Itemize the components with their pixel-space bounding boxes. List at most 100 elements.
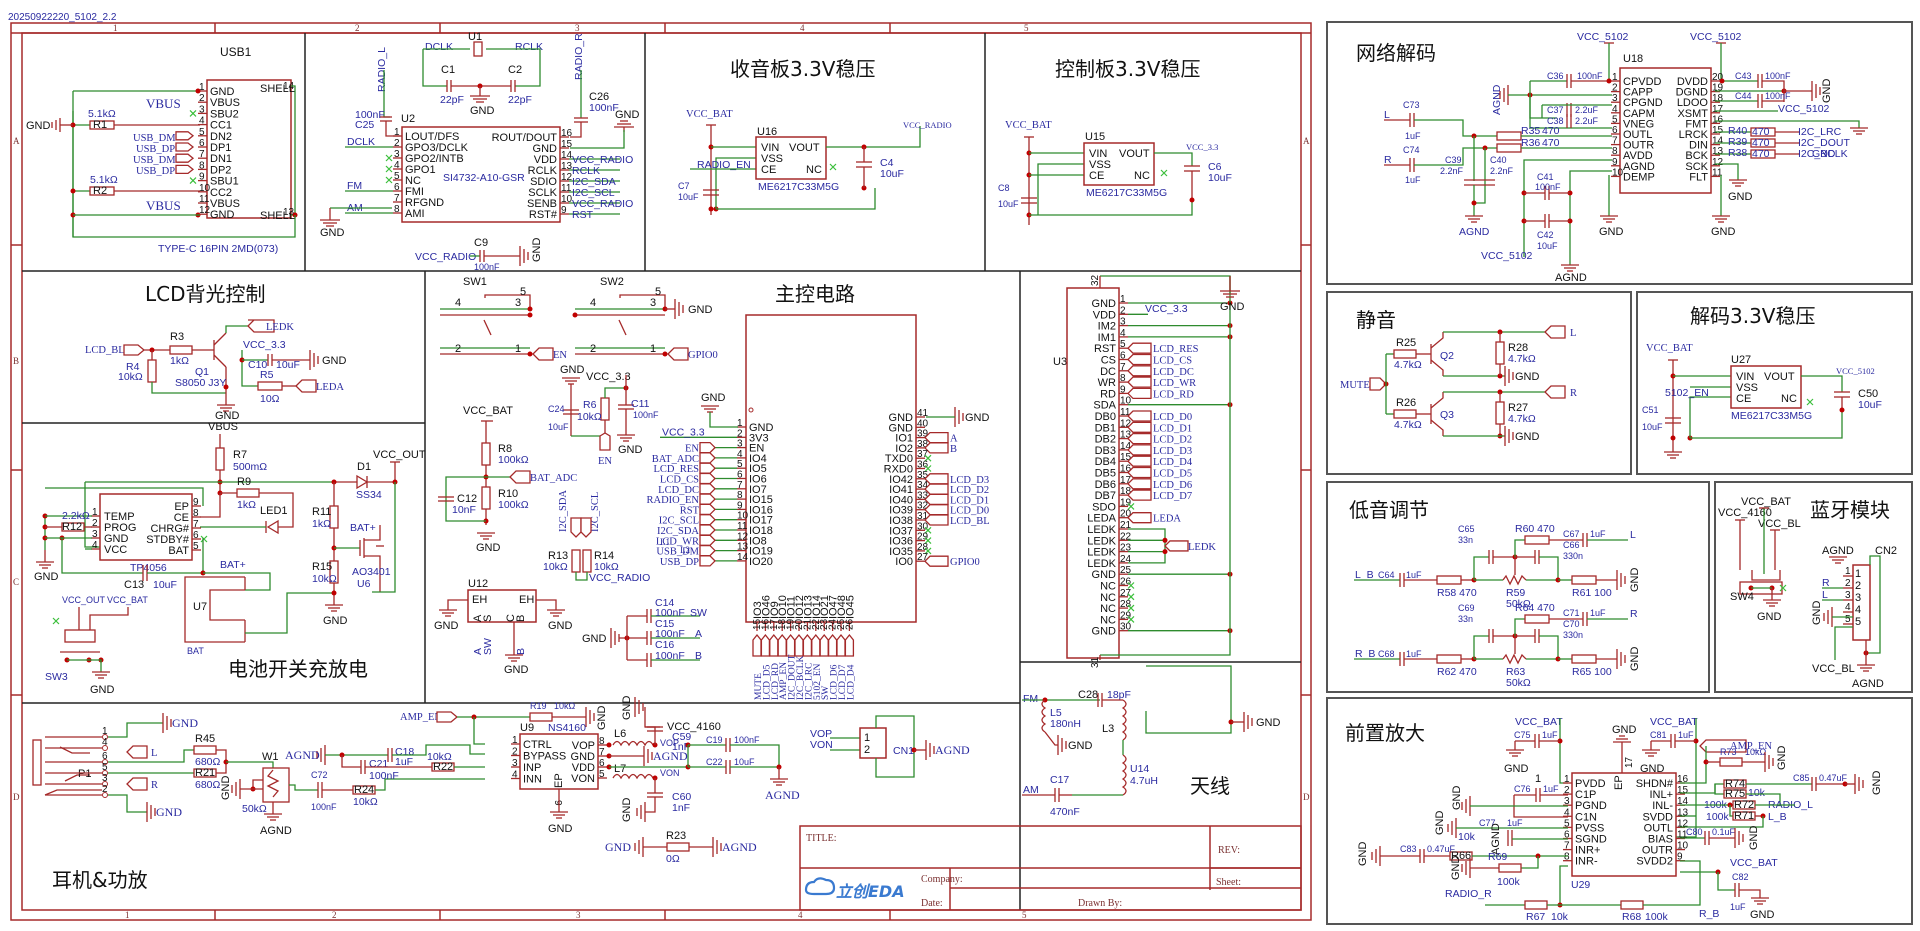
r5-resistor[interactable] <box>257 381 283 391</box>
r45-resistor[interactable] <box>193 745 217 755</box>
l3-inductor[interactable] <box>1121 699 1127 741</box>
cn1-connector[interactable] <box>859 727 887 759</box>
u3-pin-8-num: 8 <box>1120 373 1126 384</box>
tb-date-label: Date: <box>921 898 943 909</box>
c10-ref: C10 <box>248 359 267 371</box>
c38-capacitor[interactable] <box>1566 114 1572 128</box>
u5-pin-5-num: 5 <box>193 541 199 552</box>
l5-inductor[interactable] <box>1041 699 1047 733</box>
r28-resistor[interactable] <box>1495 341 1505 365</box>
decoder-vcc-1: VCC_5102 <box>1577 31 1629 43</box>
w1-potentiometer[interactable] <box>262 767 290 803</box>
c14-capacitor[interactable] <box>627 609 700 623</box>
c42-capacitor[interactable] <box>1524 214 1570 228</box>
bass-upper-pot[interactable] <box>1502 574 1527 586</box>
u4-pin-34-num: 34 <box>917 480 929 491</box>
r8-resistor[interactable] <box>481 442 491 466</box>
r68-resistor[interactable] <box>1620 900 1644 910</box>
r3-resistor[interactable] <box>169 345 193 355</box>
r9-resistor[interactable] <box>236 488 260 498</box>
r35-resistor[interactable] <box>1496 131 1612 141</box>
usb1-connector[interactable] <box>206 79 292 219</box>
q3-transistor[interactable] <box>1416 392 1444 436</box>
r69-resistor[interactable] <box>1498 863 1522 873</box>
u7-battery[interactable] <box>184 576 246 643</box>
r67-resistor[interactable] <box>1524 900 1548 910</box>
c43-capacitor[interactable] <box>1722 74 1782 88</box>
jack-gnd-top: GND <box>172 716 198 730</box>
q2-transistor[interactable] <box>1416 332 1444 376</box>
u2-pin-5-name: NC <box>405 175 421 187</box>
p1-audio-jack[interactable] <box>32 739 102 796</box>
r19-resistor[interactable] <box>529 712 553 722</box>
radio-r-net: RADIO_R <box>573 33 585 80</box>
u3-pin-20-num: 20 <box>1120 509 1132 520</box>
d1-diode[interactable] <box>356 474 369 490</box>
u1-crystal[interactable] <box>473 41 483 57</box>
u29-pin-7-name: INR+ <box>1575 845 1600 857</box>
u3-pin-15-name: DB4 <box>1095 456 1116 468</box>
u3-lcd[interactable] <box>1066 287 1120 659</box>
c36-capacitor[interactable] <box>1530 74 1612 88</box>
usb-net-port <box>175 153 195 163</box>
u4-esp32[interactable] <box>745 314 917 623</box>
cn2-connector[interactable] <box>1852 564 1871 641</box>
c41-capacitor[interactable] <box>1524 186 1570 200</box>
c44-capacitor[interactable] <box>1715 94 1784 108</box>
c73-value: 1uF <box>1405 131 1421 141</box>
u4-net-8: RADIO_EN <box>647 495 700 506</box>
u9-pin-6-name: VDD <box>572 762 595 774</box>
u9-ns4160[interactable] <box>519 733 599 790</box>
l7-inductor[interactable] <box>612 773 654 780</box>
r10-resistor[interactable] <box>481 486 491 510</box>
r27-resistor[interactable] <box>1495 401 1505 425</box>
bass-lower-rg[interactable] <box>1571 654 1597 664</box>
c74-capacitor[interactable] <box>1384 147 1497 172</box>
c83-gnd: GND <box>1357 842 1369 867</box>
u4-pin-26-num: 26 <box>844 618 855 630</box>
r73-resistor[interactable] <box>1719 757 1743 767</box>
led1-diode[interactable] <box>265 519 279 535</box>
r13-resistor[interactable] <box>571 549 581 573</box>
c14-net: SW <box>690 607 707 619</box>
r39-resistor[interactable] <box>1715 138 1800 148</box>
u16-ldo[interactable] <box>755 136 827 180</box>
bass-lower-pot[interactable] <box>1502 653 1527 665</box>
r36-resistor[interactable] <box>1496 143 1612 153</box>
r4-resistor[interactable] <box>147 359 157 383</box>
bass-upper-rtop[interactable] <box>1524 535 1550 545</box>
bass-upper-rg[interactable] <box>1571 575 1597 585</box>
r6-resistor[interactable] <box>600 397 610 421</box>
u27-ldo[interactable] <box>1730 365 1802 409</box>
c75-gnd: GND <box>1504 763 1529 775</box>
u12-encoder[interactable] <box>467 589 537 623</box>
r38-resistor[interactable] <box>1715 149 1800 159</box>
u18-decoder[interactable] <box>1619 67 1712 194</box>
c16-capacitor[interactable] <box>627 653 700 667</box>
bass-upper-rin[interactable] <box>1436 575 1462 585</box>
u5-tp4056[interactable] <box>99 493 193 561</box>
r25-resistor[interactable] <box>1393 349 1417 359</box>
u29-preamp[interactable] <box>1571 772 1677 877</box>
sw4-switch[interactable] <box>1735 507 1783 595</box>
l6-inductor[interactable] <box>612 740 654 747</box>
u2-si4732[interactable] <box>401 126 561 223</box>
u6-mosfet[interactable] <box>359 525 384 592</box>
c73-capacitor[interactable] <box>1384 113 1497 137</box>
vbus-net-bottom: VBUS <box>146 198 181 213</box>
u14-inductor[interactable] <box>1121 754 1127 796</box>
bass-lower-rtop[interactable] <box>1524 614 1550 624</box>
sw3-switch[interactable] <box>60 607 129 672</box>
r23-resistor[interactable] <box>666 842 690 852</box>
r14-resistor[interactable] <box>582 549 592 573</box>
r7-resistor[interactable] <box>215 447 225 471</box>
u3-net-15: LCD_D4 <box>1153 457 1193 468</box>
c15-capacitor[interactable] <box>646 631 700 645</box>
r40-resistor[interactable] <box>1715 127 1800 137</box>
r26-resistor[interactable] <box>1393 409 1417 419</box>
u15-ldo[interactable] <box>1083 142 1155 186</box>
bass-lower-rin[interactable] <box>1436 654 1462 664</box>
usb1-pin-3-num: 3 <box>199 104 205 115</box>
